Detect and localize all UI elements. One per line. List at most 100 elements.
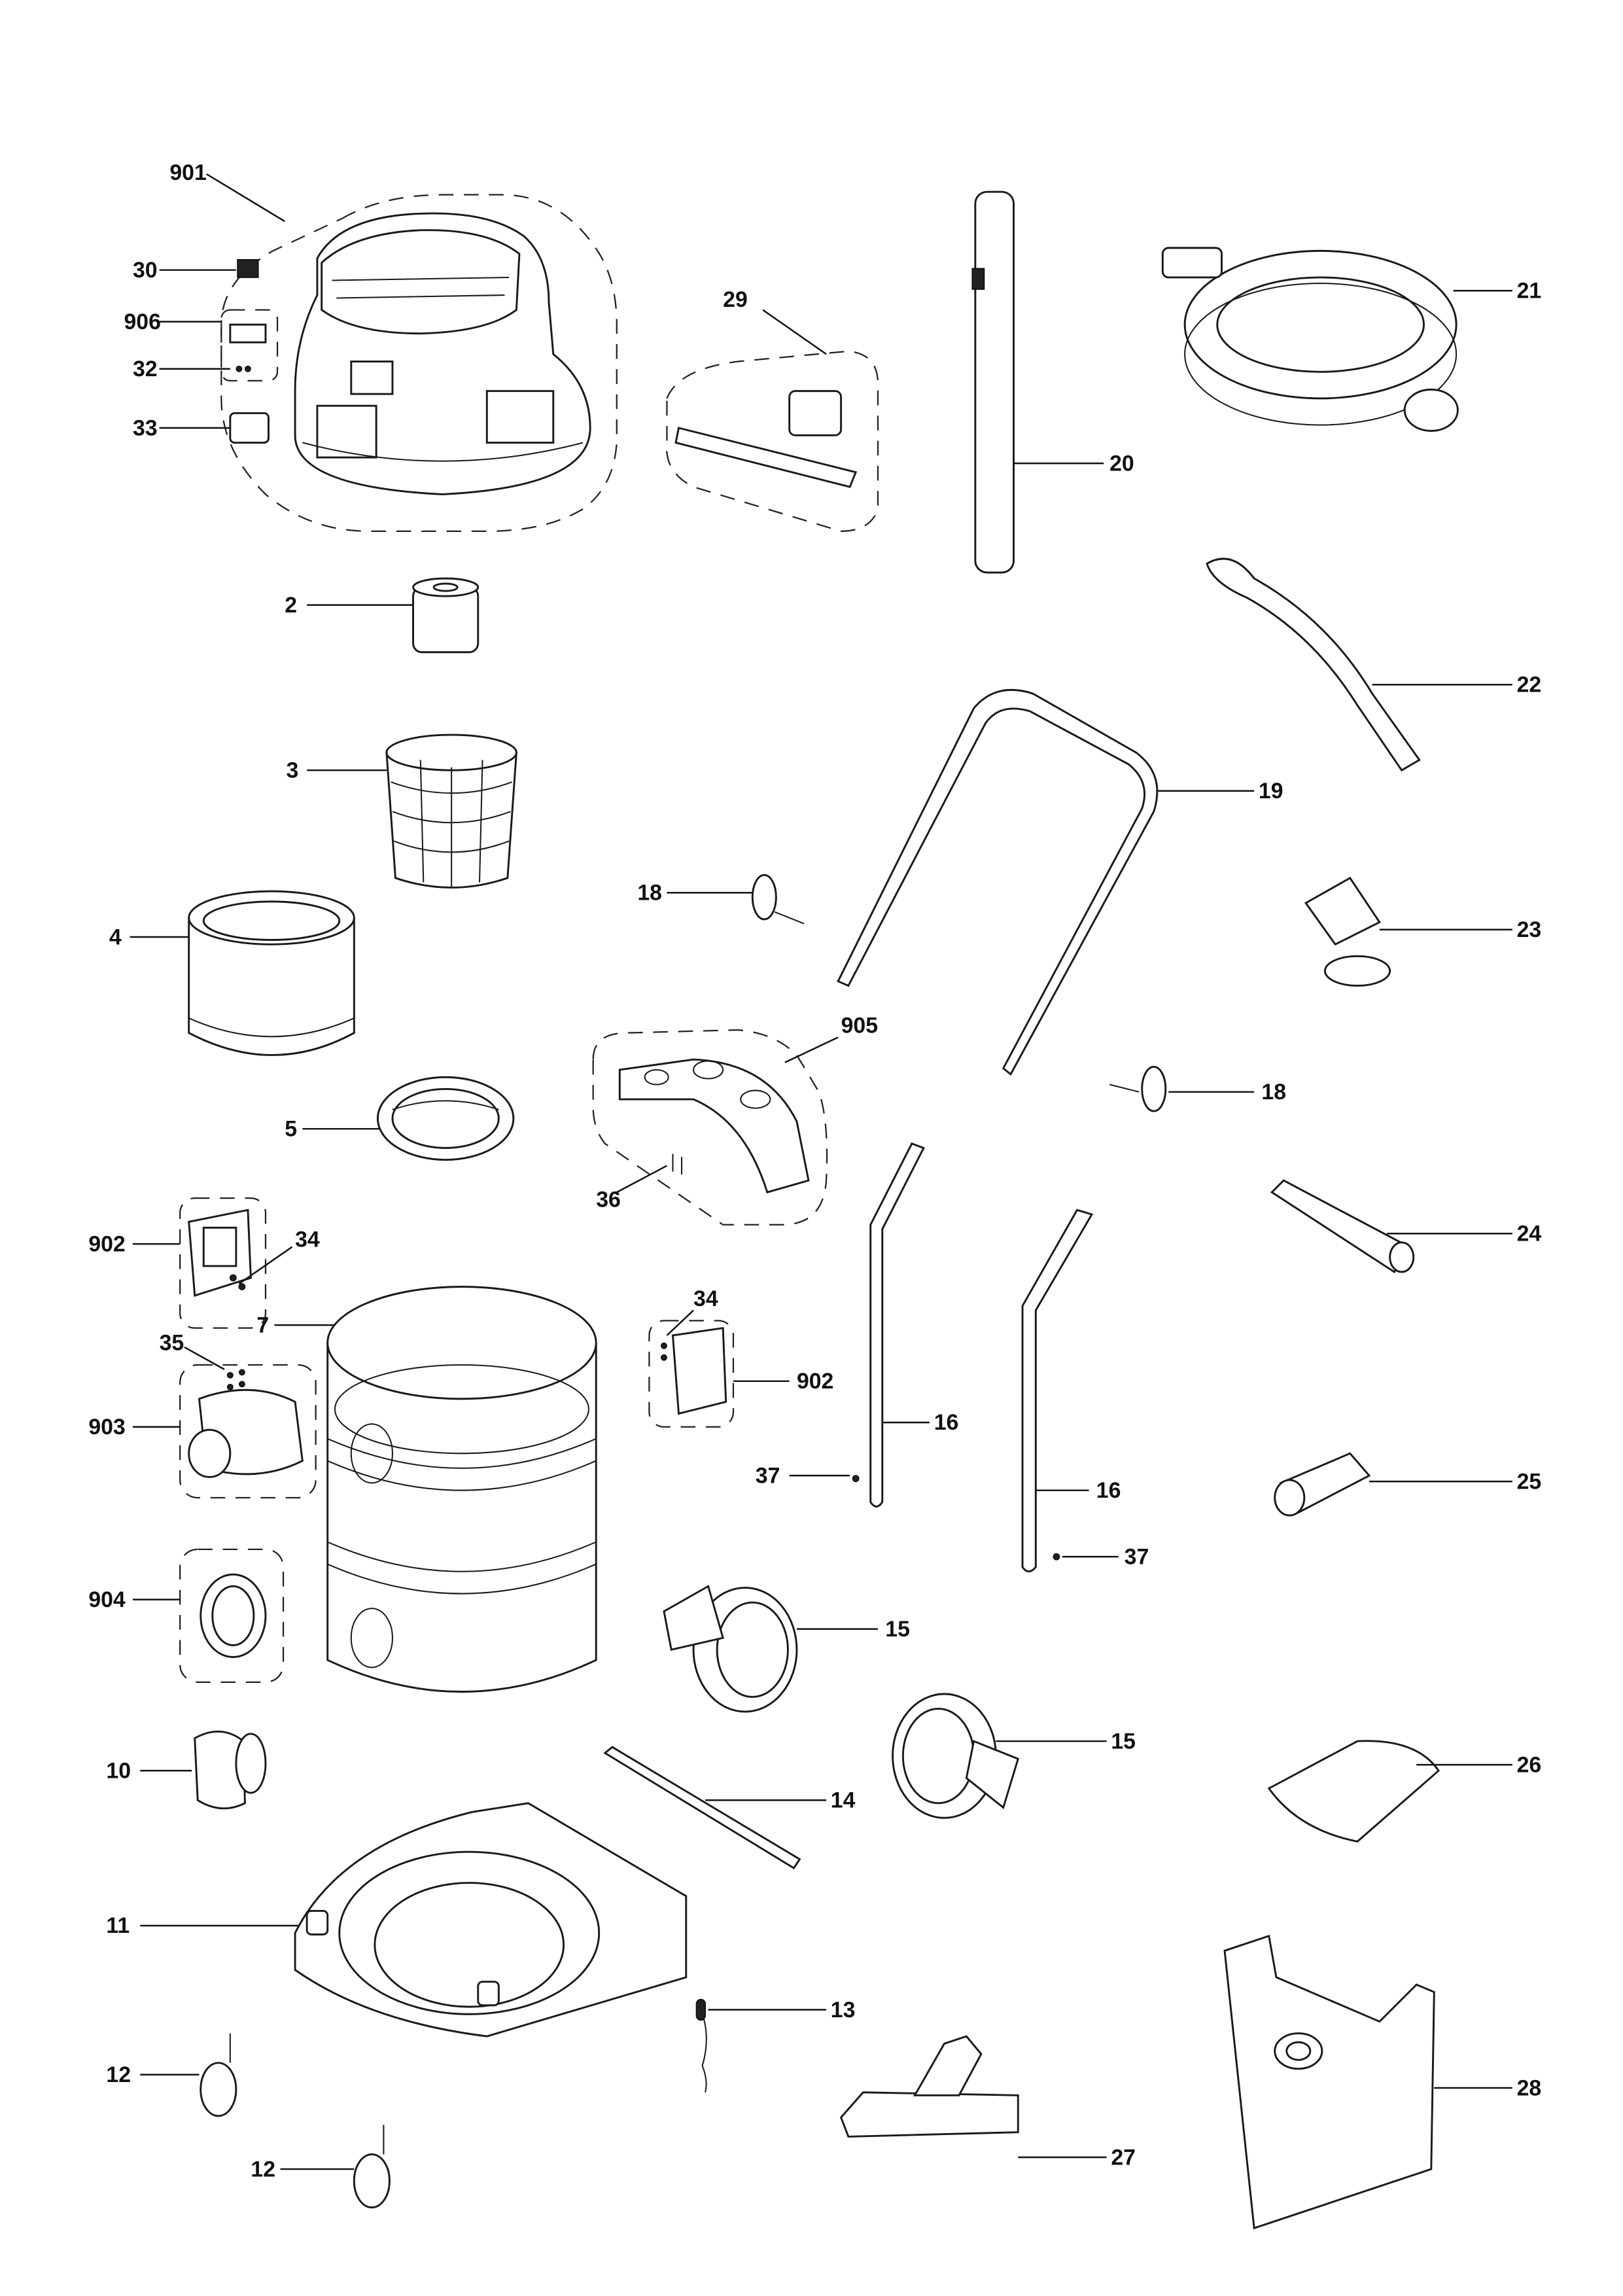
handle-knob-18-a: 18 <box>637 874 805 925</box>
cartridge-filter-4: 4 <box>109 890 355 1056</box>
rear-wheel-15-b: 15 <box>892 1693 1136 1819</box>
callout-15-b: 15 <box>1111 1729 1136 1754</box>
callout-37-b: 37 <box>1125 1544 1149 1569</box>
screws-35 <box>226 1371 234 1379</box>
base-dolly-11: 11 <box>106 1802 688 2038</box>
crevice-tool-24: 24 <box>1270 1179 1542 1273</box>
screws-35-d <box>238 1381 245 1388</box>
handle-knob-18-b: 18 <box>1109 1066 1286 1112</box>
callout-37-a: 37 <box>756 1463 780 1488</box>
callout-36: 36 <box>596 1188 621 1212</box>
drain-cap-10: 10 <box>106 1730 267 1810</box>
circuit-board-906 <box>229 323 267 344</box>
group-outline-904 <box>179 1548 285 1683</box>
callout-18-a: 18 <box>637 881 662 906</box>
group-outline-901 <box>220 194 618 532</box>
callout-28: 28 <box>1517 2075 1542 2100</box>
callout-3: 3 <box>287 758 299 783</box>
callout-12-b: 12 <box>251 2157 275 2181</box>
callout-34-middle: 34 <box>693 1286 718 1311</box>
callout-23: 23 <box>1517 917 1542 942</box>
callout-22: 22 <box>1517 673 1542 698</box>
leader-901 <box>206 173 285 222</box>
callout-25: 25 <box>1517 1469 1542 1494</box>
group-outline-29 <box>665 350 879 532</box>
latch-assembly-902-left: 902 34 <box>88 1197 320 1329</box>
callout-905: 905 <box>841 1014 878 1038</box>
adapter-25: 25 <box>1274 1452 1542 1517</box>
callout-30: 30 <box>133 258 158 283</box>
callout-15-a: 15 <box>885 1617 910 1642</box>
callout-902-left: 902 <box>88 1231 125 1256</box>
curved-wand-22: 22 <box>1206 557 1542 772</box>
callout-12-a: 12 <box>106 2062 131 2087</box>
switch-33 <box>229 412 270 444</box>
callout-27: 27 <box>1111 2145 1136 2170</box>
callout-906: 906 <box>124 309 160 334</box>
hose-21: 21 <box>1161 247 1542 432</box>
leader-905 <box>784 1036 839 1063</box>
callout-34-left: 34 <box>295 1227 320 1252</box>
foam-filter-2: 2 <box>285 577 480 654</box>
lower-tube-16-b: 16 37 <box>1021 1209 1149 1573</box>
callout-11: 11 <box>106 1913 130 1938</box>
callout-24: 24 <box>1517 1222 1542 1246</box>
callout-4: 4 <box>109 925 122 949</box>
callout-901: 901 <box>169 160 206 185</box>
screws-34-middle-b <box>660 1354 667 1361</box>
screws-34-left <box>229 1274 237 1282</box>
cap-tether-13: 13 <box>695 1998 855 2093</box>
callout-7: 7 <box>256 1313 269 1337</box>
caster-12-a: 12 <box>106 2033 237 2117</box>
switch-30 <box>237 259 259 278</box>
tank-7: 7 <box>256 1286 597 1693</box>
foam-sleeve-26: 26 <box>1267 1740 1542 1843</box>
callout-20: 20 <box>1109 451 1134 476</box>
callout-10: 10 <box>106 1758 131 1783</box>
dusting-brush-23: 23 <box>1304 876 1542 987</box>
screws-35-c <box>226 1383 234 1390</box>
extension-wand-20: 20 <box>971 190 1134 574</box>
motor-head <box>294 212 591 495</box>
caster-12-b: 12 <box>251 2125 391 2209</box>
filter-cage-3: 3 <box>287 733 517 889</box>
hose-strap-assembly-29: 29 <box>665 287 879 532</box>
callout-16-a: 16 <box>934 1410 959 1435</box>
handle-19: 19 <box>837 688 1283 1076</box>
leader-34-left <box>238 1246 293 1284</box>
callout-26: 26 <box>1517 1752 1542 1777</box>
callout-14: 14 <box>831 1788 856 1813</box>
screws-32-b <box>244 365 251 372</box>
rear-wheel-15-a: 15 <box>663 1585 910 1713</box>
drain-port-assembly-904: 904 <box>88 1548 285 1683</box>
lower-tube-16-a: 16 37 <box>756 1142 959 1508</box>
callout-5: 5 <box>285 1116 297 1141</box>
float-ring-5: 5 <box>285 1076 515 1161</box>
latch-assembly-902-middle: 902 34 <box>648 1286 833 1428</box>
callout-21: 21 <box>1517 279 1542 304</box>
leader-36 <box>616 1165 668 1193</box>
screws-35-b <box>238 1369 245 1376</box>
callout-2: 2 <box>285 593 297 618</box>
callout-32: 32 <box>133 357 158 381</box>
leader-34-middle <box>666 1309 694 1336</box>
screw-37-b <box>1053 1553 1060 1561</box>
screws-34-middle <box>660 1342 667 1349</box>
dust-bag-28: 28 <box>1223 1934 1542 2230</box>
callout-29: 29 <box>723 287 748 312</box>
callout-35: 35 <box>160 1330 184 1355</box>
callout-904: 904 <box>88 1587 126 1612</box>
callout-33: 33 <box>133 415 158 440</box>
group-outline-902-middle <box>648 1320 735 1428</box>
callout-16-b: 16 <box>1096 1478 1121 1503</box>
callout-902-middle: 902 <box>797 1369 833 1394</box>
inlet-assembly-903: 903 35 <box>88 1330 317 1499</box>
accessory-holder-905: 905 36 <box>592 1014 878 1226</box>
callout-18-b: 18 <box>1261 1080 1286 1104</box>
group-outline-906 <box>220 309 279 381</box>
screw-37-a <box>852 1475 860 1483</box>
leader-35 <box>184 1346 225 1370</box>
floor-nozzle-27: 27 <box>839 2035 1136 2170</box>
motor-head-assembly-group: 901 30 906 32 33 <box>124 160 618 532</box>
group-outline-905 <box>592 1029 828 1226</box>
